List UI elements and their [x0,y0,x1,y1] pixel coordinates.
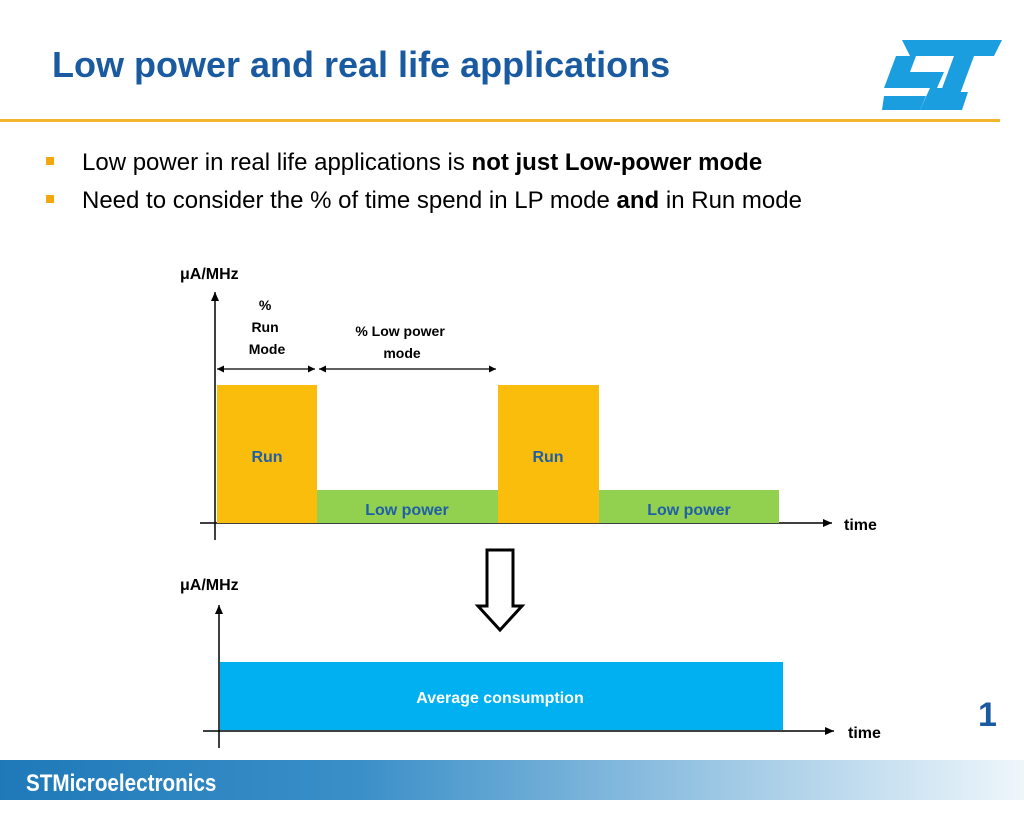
title-divider [0,119,1000,122]
run-label: Run [251,449,282,466]
top-chart: μA/MHz time Run Run Low power Low power … [180,266,877,540]
low-power-bar [317,490,498,523]
page-number: 1 [978,696,997,734]
bullet-item: Need to consider the % of time spend in … [46,186,926,216]
low-power-annotation: % Low power mode [355,323,448,361]
consumption-diagram: μA/MHz time Run Run Low power Low power … [180,266,881,748]
bullet-marker-icon [46,157,54,165]
x-axis-label: time [844,517,877,534]
bullet-item: Low power in real life applications is n… [46,148,926,178]
down-arrow-icon [474,548,526,633]
slide-title: Low power and real life applications [52,44,671,85]
y-axis-label: μA/MHz [180,266,239,283]
run-label: Run [532,449,563,466]
bottom-chart: μA/MHz time Average consumption [180,577,881,748]
x-axis-label: time [848,725,881,742]
footer-brand: STMicroelectronics [26,770,217,797]
st-logo-icon [882,40,1002,110]
footer-bar: STMicroelectronics [0,760,1024,800]
bullet-bold-text: and [616,187,660,214]
bullet-text: Need to consider the % of time spend in … [82,187,617,214]
average-consumption-label: Average consumption [416,690,583,707]
bullet-marker-icon [46,195,54,203]
y-axis-label: μA/MHz [180,577,239,594]
bullet-text: Low power in real life applications is [82,149,472,176]
bullet-list: Low power in real life applications is n… [46,148,926,224]
run-bar [217,385,317,523]
low-power-label: Low power [365,502,449,519]
average-consumption-bar [220,662,783,730]
low-power-label: Low power [647,502,731,519]
run-mode-annotation: % Run Mode [249,297,286,357]
run-bar [498,385,599,523]
bullet-tail-text: in Run mode [659,187,802,214]
low-power-bar [599,490,779,523]
bullet-bold-text: not just Low-power mode [471,149,763,176]
